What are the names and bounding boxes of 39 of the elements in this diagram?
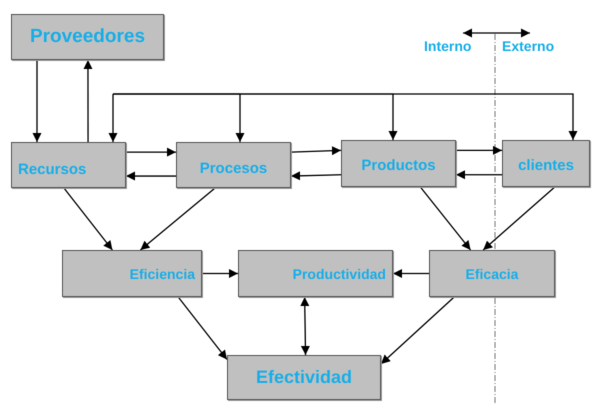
arrow bbox=[83, 60, 93, 142]
process-box bbox=[227, 355, 381, 400]
arrow bbox=[456, 170, 502, 180]
arrow bbox=[380, 296, 455, 364]
arrow bbox=[482, 186, 556, 250]
process-box bbox=[429, 250, 555, 297]
box-label: Proveedores bbox=[30, 26, 146, 48]
process-box bbox=[238, 250, 393, 297]
box-label: Procesos bbox=[200, 160, 268, 176]
arrow bbox=[178, 296, 228, 360]
arrow bbox=[108, 93, 118, 142]
arrow bbox=[32, 60, 42, 142]
arrow bbox=[300, 296, 310, 356]
box-label: Efectividad bbox=[256, 367, 352, 388]
arrow bbox=[126, 172, 176, 181]
arrow bbox=[126, 148, 176, 157]
arrow bbox=[420, 186, 472, 250]
process-box bbox=[502, 140, 590, 187]
box-label: Recursos bbox=[18, 160, 86, 178]
process-box bbox=[11, 14, 164, 60]
arrow bbox=[113, 93, 578, 140]
arrow bbox=[393, 268, 429, 278]
box-label: Eficacia bbox=[466, 266, 518, 282]
process-box bbox=[176, 142, 291, 188]
process-box bbox=[11, 142, 126, 188]
box-label: Productividad bbox=[292, 266, 386, 282]
box-label: Productos bbox=[361, 157, 436, 174]
arrow bbox=[202, 268, 238, 278]
box-label: Eficiencia bbox=[130, 266, 195, 282]
arrow bbox=[140, 188, 216, 250]
box-label: clientes bbox=[518, 157, 574, 174]
process-box bbox=[341, 140, 456, 187]
region-label: Externo bbox=[502, 38, 554, 54]
arrow bbox=[456, 146, 502, 155]
arrow bbox=[290, 146, 342, 156]
process-box bbox=[62, 250, 202, 297]
arrow bbox=[63, 188, 113, 250]
arrow bbox=[290, 171, 342, 180]
region-label: Interno bbox=[424, 38, 472, 54]
